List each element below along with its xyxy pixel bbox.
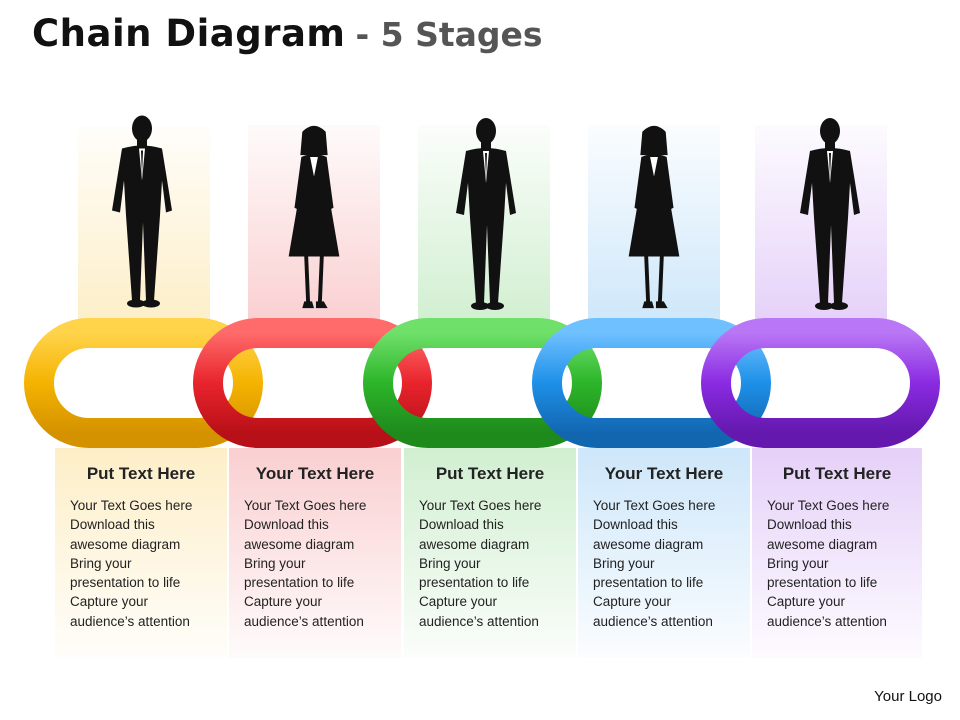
stage-4-line: audience’s attention [593,613,713,629]
stage-2-line: Bring your [244,555,306,571]
chain-link-5 [701,318,940,448]
stage-4-line: Download this [593,517,678,533]
stage-4-line: Your Text Goes here [593,498,716,513]
stage-1-text: Your Text Goes here Download this awesom… [70,496,220,631]
stage-4-line: awesome diagram [593,536,704,552]
stage-4-line: presentation to life [593,575,704,591]
stage-5-line: awesome diagram [767,536,878,552]
stage-2-line: Download this [244,517,329,533]
page-title: Chain Diagram- 5 Stages [32,12,543,60]
stage-5-heading: Put Text Here [782,464,892,483]
stage-5-text: Your Text Goes here Download this awesom… [767,496,917,631]
stage-1-line: Capture your [70,594,149,610]
stage-3-line: awesome diagram [419,536,530,552]
stage-3-line: Your Text Goes here [419,498,542,513]
stage-5-line: audience’s attention [767,613,887,629]
stage-5-panel: Put Text Here Your Text Goes here Downlo… [752,448,922,658]
stage-1-line: presentation to life [70,575,181,591]
stage-2-line: Your Text Goes here [244,498,367,513]
stage-2-line: Capture your [244,594,323,610]
stage-5-line: presentation to life [767,575,878,591]
stage-1-line: Your Text Goes here [70,498,193,513]
stage-5-line: Download this [767,517,852,533]
stage-3-text: Your Text Goes here Download this awesom… [419,496,569,631]
stage-2-panel: Your Text Here Your Text Goes here Downl… [229,448,401,658]
stage-2-line: awesome diagram [244,536,355,552]
stage-1-panel: Put Text Here Your Text Goes here Downlo… [55,448,227,658]
stage-3-heading: Put Text Here [435,464,545,483]
stage-2-line: audience’s attention [244,613,364,629]
title-subtitle: - 5 Stages [355,15,543,54]
stage-1-line: audience’s attention [70,613,190,629]
stage-4-heading: Your Text Here [604,464,724,483]
stage-2-text: Your Text Goes here Download this awesom… [244,496,394,631]
stage-2-heading: Your Text Here [255,464,375,483]
stage-1-line: Download this [70,517,155,533]
stage-4-panel: Your Text Here Your Text Goes here Downl… [578,448,750,658]
title-main: Chain Diagram [32,12,346,55]
stage-4-line: Capture your [593,594,672,610]
stage-4-text: Your Text Goes here Download this awesom… [593,496,743,631]
stage-3-line: audience’s attention [419,613,539,629]
stage-2-line: presentation to life [244,575,355,591]
stage-3-line: Download this [419,517,504,533]
stage-3-line: Bring your [419,555,481,571]
stage-1-line: awesome diagram [70,536,181,552]
stage-1-heading: Put Text Here [86,464,196,483]
logo-placeholder: Your Logo [874,688,942,705]
stage-1-line: Bring your [70,555,132,571]
stage-5-line: Capture your [767,594,846,610]
stage-3-line: Capture your [419,594,498,610]
stage-5-line: Your Text Goes here [767,498,890,513]
stage-4-line: Bring your [593,555,655,571]
stage-3-line: presentation to life [419,575,530,591]
stage-5-line: Bring your [767,555,829,571]
stage-3-panel: Put Text Here Your Text Goes here Downlo… [404,448,576,658]
